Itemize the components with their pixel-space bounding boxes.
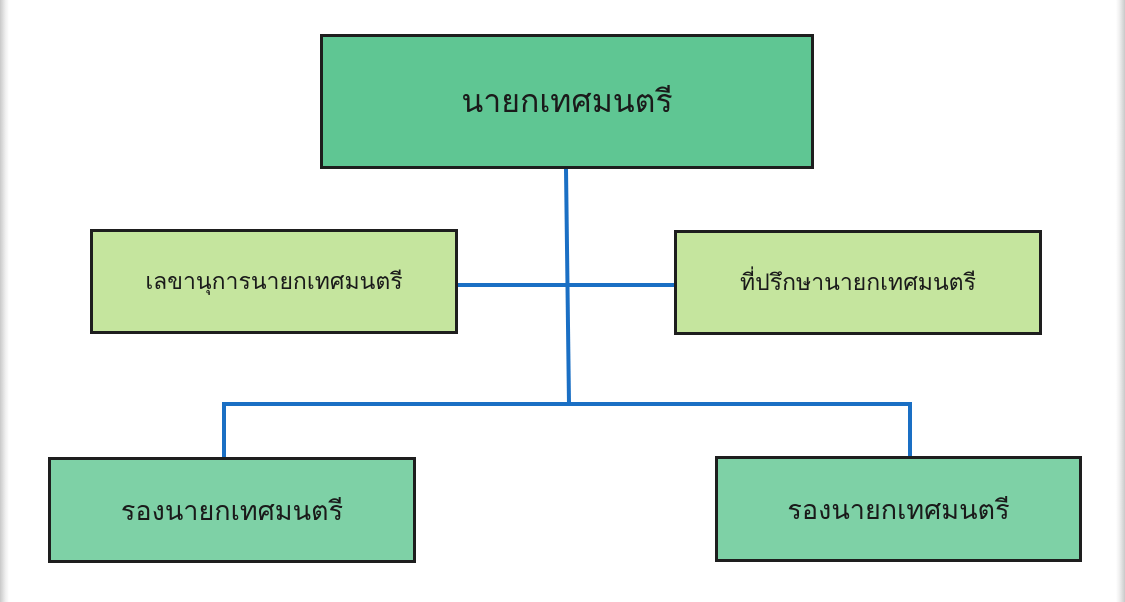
advisor-box: ที่ปรึกษานายกเทศมนตรี [674,230,1042,335]
mayor-label: นายกเทศมนตรี [461,82,673,120]
secretary-label: เลขานุการนายกเทศมนตรี [145,268,403,295]
deputy-mayor-left-label: รองนายกเทศมนตรี [120,495,344,527]
right-page-edge [1116,0,1125,602]
mayor-box: นายกเทศมนตรี [320,34,814,169]
secretary-box: เลขานุการนายกเทศมนตรี [90,229,458,334]
advisor-label: ที่ปรึกษานายกเทศมนตรี [740,269,976,296]
deputy-mayor-right-box: รองนายกเทศมนตรี [715,456,1082,562]
deputy-mayor-left-box: รองนายกเทศมนตรี [48,457,416,563]
deputy-mayor-right-label: รองนายกเทศมนตรี [787,494,1010,526]
left-page-edge [0,0,9,602]
